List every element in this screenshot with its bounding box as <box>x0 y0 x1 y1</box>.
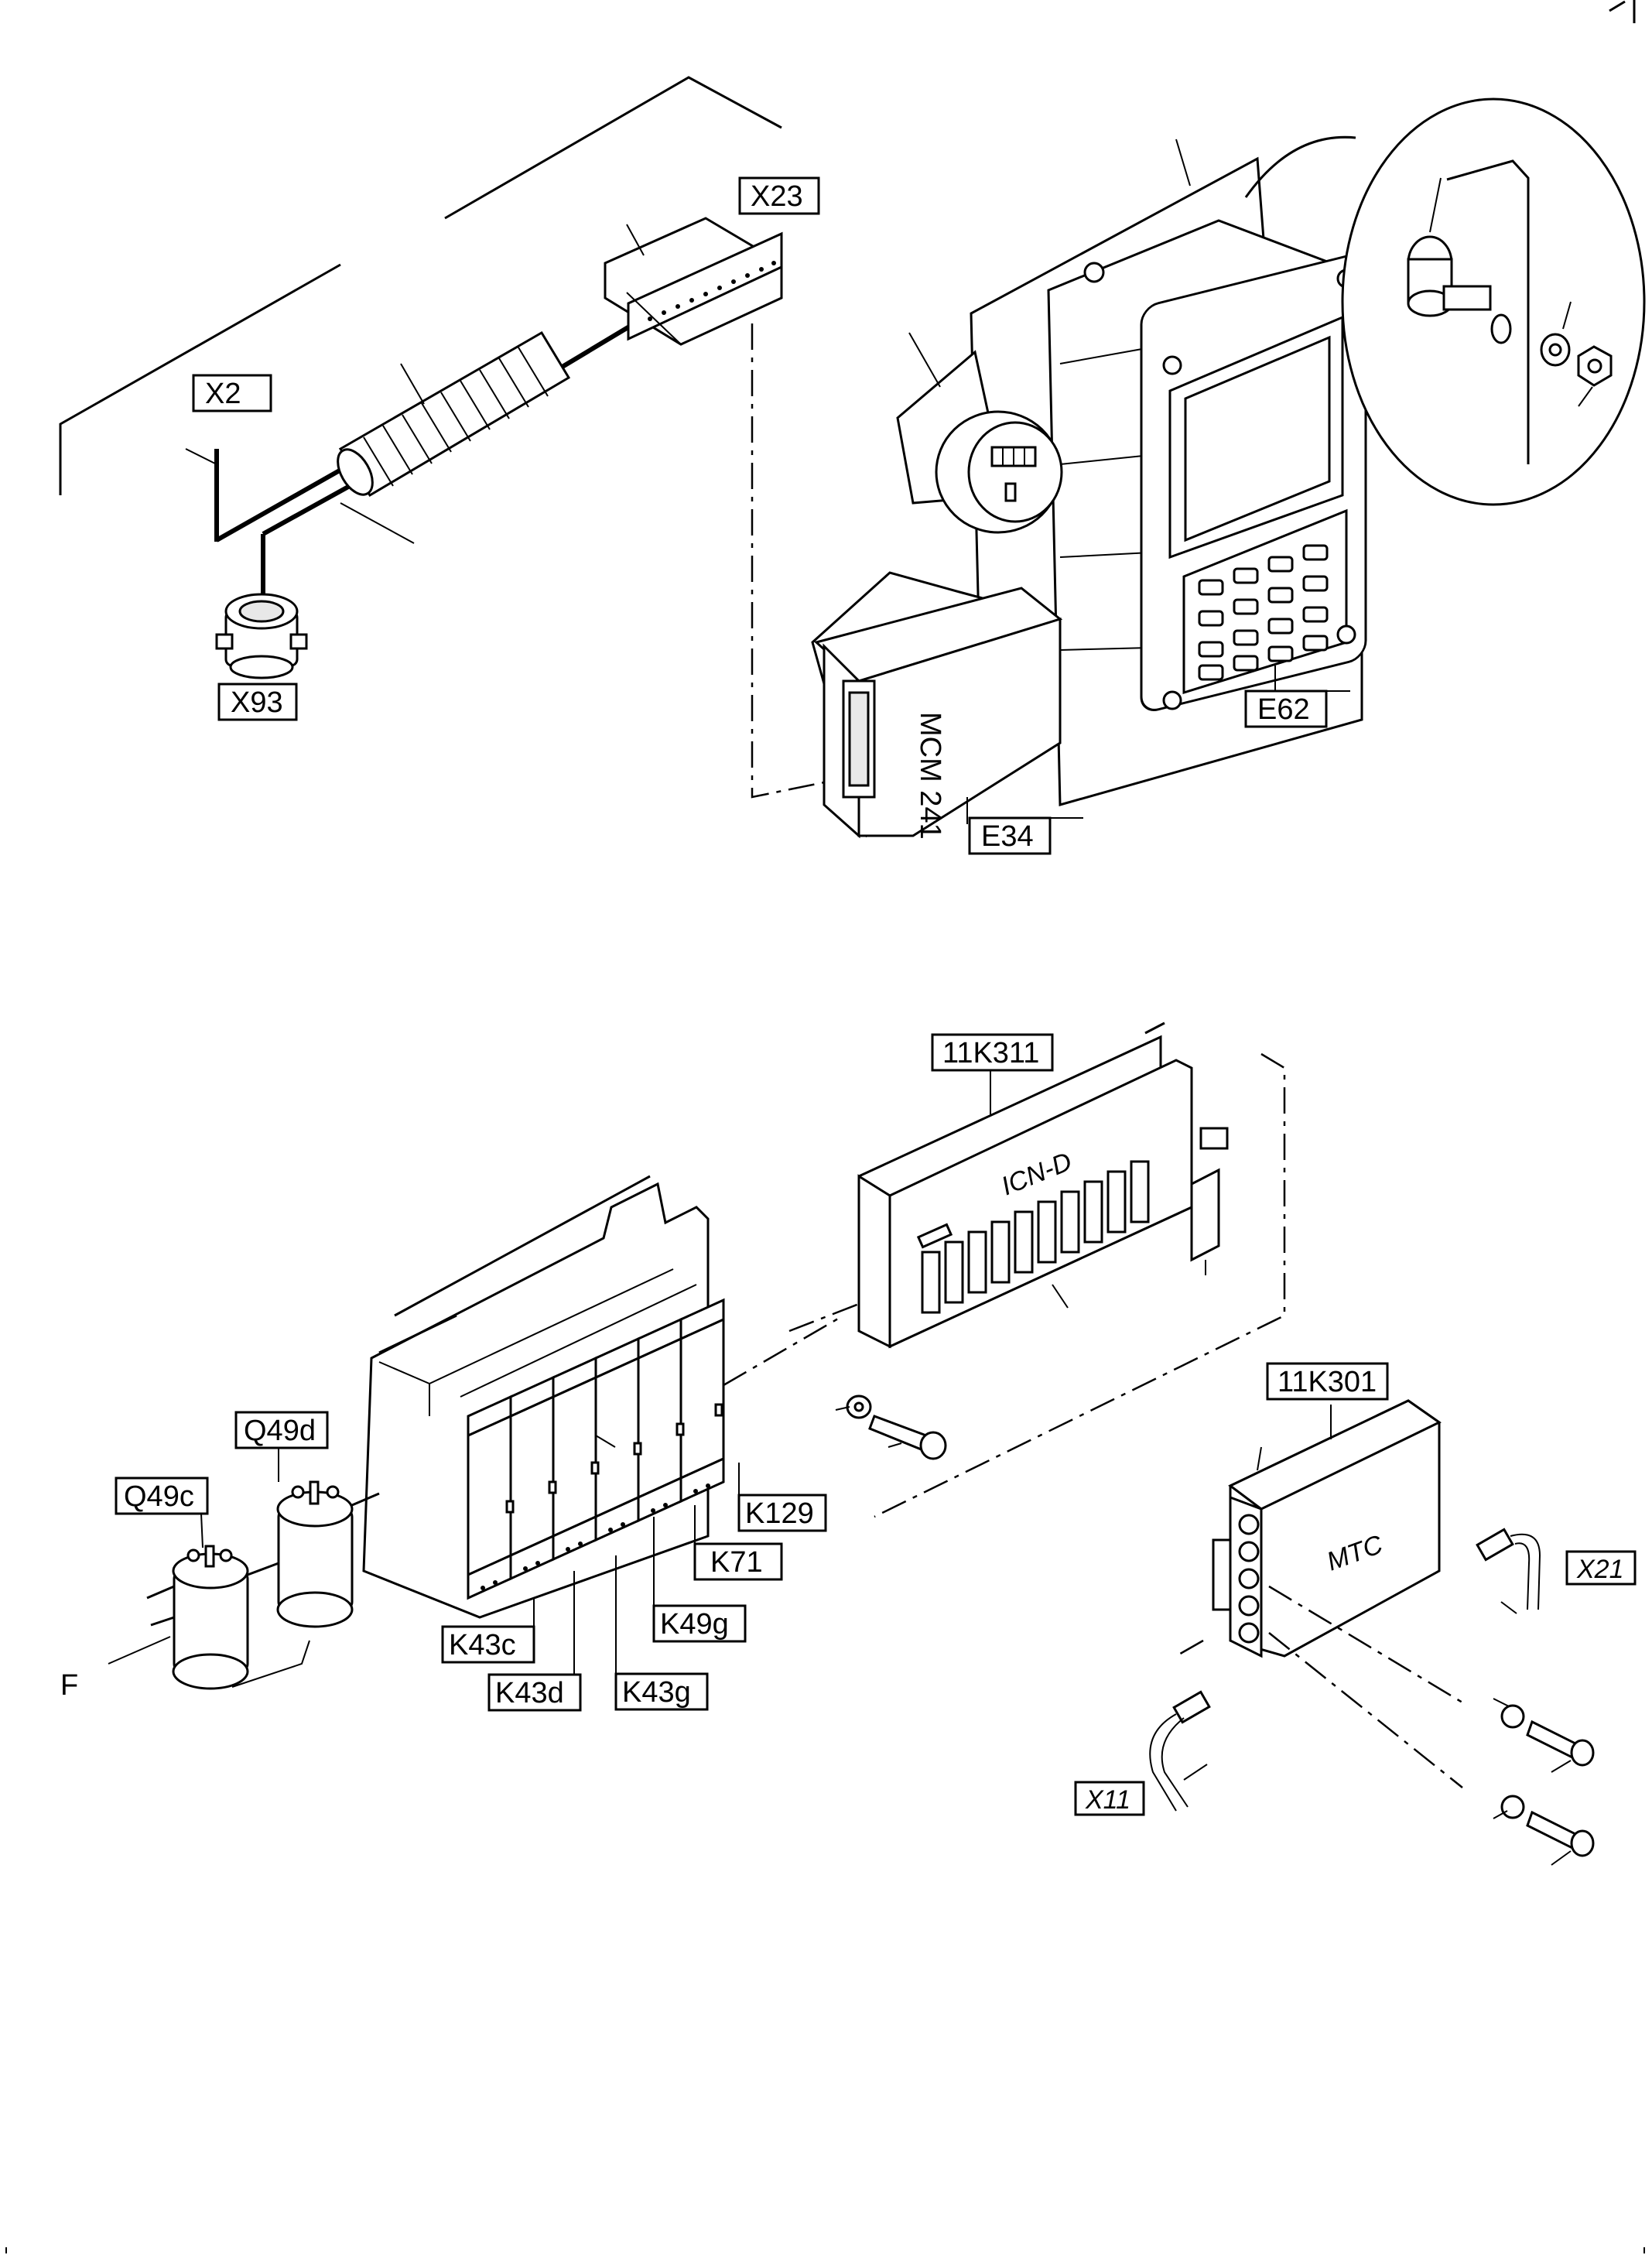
icn-d-board: ICN-D <box>788 1021 1286 1518</box>
label-k43c: K43c <box>441 1598 535 1664</box>
screw-washer-icn <box>835 1394 947 1460</box>
mtc-unit: MTC <box>1149 1399 1541 1812</box>
label-11k301: 11K301 <box>1266 1362 1389 1401</box>
label-x2: X2 <box>192 374 272 412</box>
label-x21: X21 <box>1565 1550 1637 1586</box>
cable-harness <box>185 317 644 611</box>
label-x11-text: X11 <box>1085 1785 1130 1815</box>
corner-marks <box>5 2247 1645 2253</box>
frame-lines <box>59 0 1636 495</box>
label-k49g: K49g <box>652 1517 747 1643</box>
label-k43g: K43g <box>614 1555 709 1711</box>
x23-link-line <box>751 323 829 799</box>
label-q49d-text: Q49d <box>244 1415 316 1447</box>
label-k129: K129 <box>737 1463 827 1532</box>
label-q49c-text: Q49c <box>124 1480 194 1513</box>
label-x93-text: X93 <box>231 686 283 719</box>
label-11k311-text: 11K311 <box>942 1037 1039 1069</box>
mcm-label: MCM 241 <box>914 712 946 840</box>
label-x2-text: X2 <box>205 378 241 410</box>
e34-mcm-module: MCM 241 <box>811 571 1063 840</box>
label-e34-text: E34 <box>981 820 1034 853</box>
e62-display-panel <box>1140 254 1367 711</box>
screws-mtc <box>1493 1698 1595 1866</box>
round-gauge <box>896 332 1063 534</box>
label-k43g-text: K43g <box>622 1676 691 1709</box>
label-x23: X23 <box>738 176 820 215</box>
label-f-text: F <box>60 1669 78 1702</box>
detail-inset <box>1244 98 1646 506</box>
label-f: F <box>60 1669 78 1702</box>
label-k129-text: K129 <box>745 1497 814 1530</box>
label-x21-text: X21 <box>1576 1555 1624 1584</box>
relay-bank <box>362 1175 844 1619</box>
label-x93: X93 <box>217 683 298 721</box>
label-e62-text: E62 <box>1257 693 1310 726</box>
label-k71-text: K71 <box>710 1546 763 1579</box>
label-11k301-text: 11K301 <box>1277 1366 1377 1398</box>
label-q49d: Q49d <box>234 1411 329 1482</box>
x23-plug <box>604 217 783 346</box>
label-e62: E62 <box>1244 690 1350 728</box>
label-q49c: Q49c <box>115 1477 209 1548</box>
label-k49g-text: K49g <box>660 1608 729 1641</box>
label-k71: K71 <box>693 1505 783 1581</box>
label-k43d: K43d <box>487 1571 582 1712</box>
label-e34: E34 <box>968 816 1083 855</box>
label-11k311: 11K311 <box>931 1033 1054 1072</box>
x93-connector <box>215 593 308 679</box>
label-k43d-text: K43d <box>495 1677 564 1709</box>
label-x11: X11 <box>1074 1781 1145 1816</box>
label-k43c-text: K43c <box>449 1629 516 1661</box>
label-x23-text: X23 <box>751 180 803 213</box>
q49-capacitors <box>108 1480 380 1690</box>
